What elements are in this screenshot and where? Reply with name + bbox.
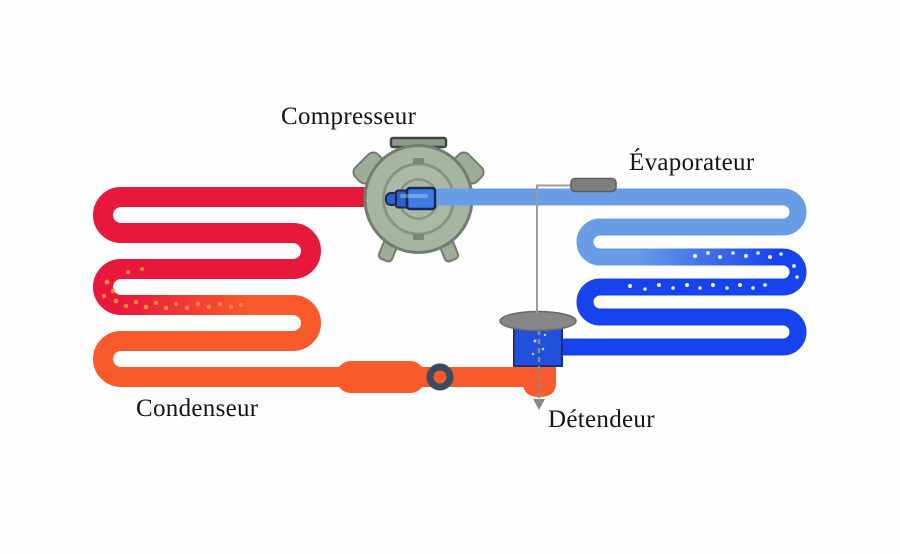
condenser-pipe-hot-red [93, 187, 385, 279]
expansion-valve-label: Détendeur [548, 406, 655, 433]
condenser-label: Condenseur [136, 395, 259, 422]
filter-drier-capsule [336, 361, 425, 393]
condensing-droplet-specks [101, 267, 243, 311]
evaporator-coil [430, 188, 807, 356]
compressor-notch-bottom [413, 234, 424, 240]
valve-diaphragm-cap [499, 310, 577, 332]
compressor-nozzle [385, 186, 437, 211]
condenser-pipe-liquid-orange [93, 295, 540, 387]
evaporator-label: Évaporateur [629, 149, 755, 176]
boiling-bubble-specks [628, 251, 799, 291]
valve-orange-inlet-chamber [523, 365, 556, 397]
evaporator-pipe-vapor-light-blue [430, 188, 807, 266]
compressor-notch-top [413, 158, 424, 164]
expansion-valve [499, 177, 617, 410]
valve-outlet-pipe [556, 338, 606, 356]
nozzle-barrel [405, 186, 437, 211]
nozzle-highlight [400, 194, 428, 198]
sight-glass [426, 363, 454, 391]
flow-arrowhead [533, 399, 545, 410]
valve-body-specks [531, 333, 547, 356]
condenser-pipe-transition [93, 259, 250, 315]
condenser-coil [93, 187, 540, 393]
sensing-bulb [570, 177, 617, 193]
evaporator-pipe-cold-blue [576, 248, 807, 356]
compressor-label: Compresseur [281, 103, 417, 130]
